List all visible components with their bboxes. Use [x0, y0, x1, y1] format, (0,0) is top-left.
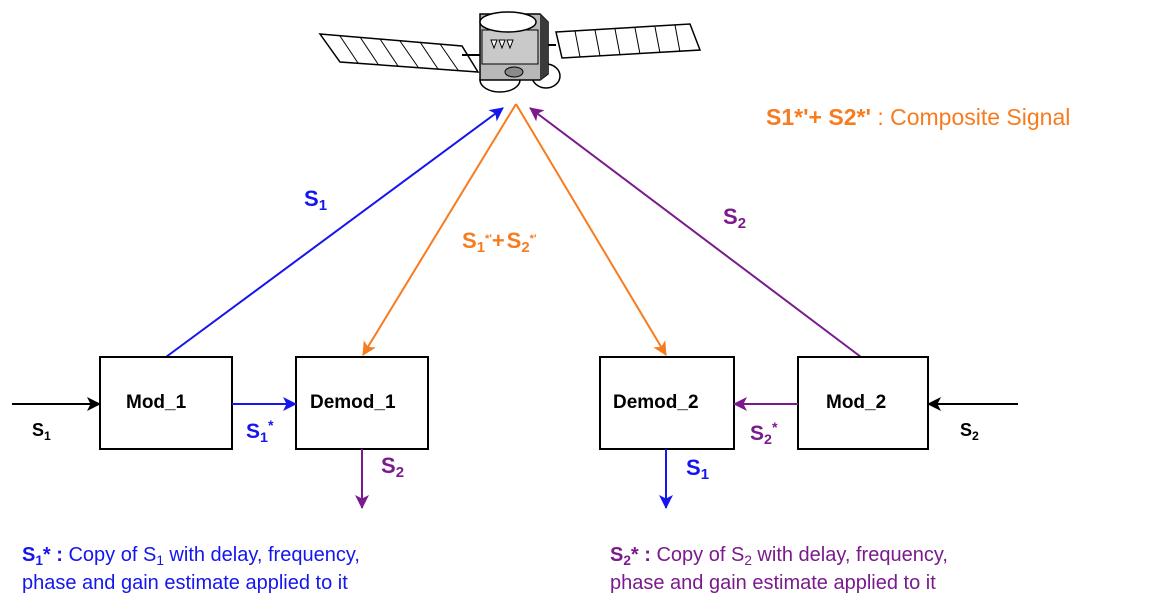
mod1-block — [99, 356, 233, 450]
demod1-label: Demod_1 — [310, 392, 396, 413]
note-s2-line2: phase and gain estimate applied to it — [610, 572, 936, 594]
downlink-composite-label: S1*'+ S2*' — [462, 228, 537, 257]
output-demod1-label: S2 — [381, 453, 405, 482]
demod2-label: Demod_2 — [613, 392, 699, 413]
composite-legend-desc: : Composite Signal — [870, 104, 1071, 130]
satellite-icon — [318, 11, 702, 93]
input-s1-label: S1 — [32, 420, 51, 443]
composite-signal-legend: S1*'+ S2*' : Composite Signal — [766, 104, 1070, 131]
uplink-s1-arrow — [165, 107, 504, 358]
uplink-s2-arrow — [529, 107, 862, 358]
local-s1-copy-label: S1* — [246, 418, 274, 447]
note-s2-line1: S2* : Copy of S2 with delay, frequency, — [610, 544, 948, 569]
mod2-block — [797, 356, 929, 450]
demod2-block — [599, 356, 735, 450]
mod2-label: Mod_2 — [826, 392, 887, 413]
note-s2-star: S2* : Copy of S2 with delay, frequency, … — [610, 542, 948, 597]
composite-legend-symbol: S1*'+ S2*' — [766, 104, 871, 130]
note-s1-line2: phase and gain estimate applied to it — [22, 572, 348, 594]
note-s1-line1: S1* : Copy of S1 with delay, frequency, — [22, 544, 360, 569]
downlink-demod2-arrow — [515, 103, 667, 356]
input-s2-label: S2 — [960, 420, 979, 443]
mod1-label: Mod_1 — [126, 392, 187, 413]
note-s1-star: S1* : Copy of S1 with delay, frequency, … — [22, 542, 360, 597]
local-s2-copy-label: S2* — [750, 420, 778, 449]
uplink-s1-label: S1 — [304, 186, 328, 215]
output-demod2-label: S1 — [686, 455, 710, 484]
uplink-s2-label: S2 — [723, 204, 747, 233]
downlink-demod1-arrow — [362, 103, 517, 356]
